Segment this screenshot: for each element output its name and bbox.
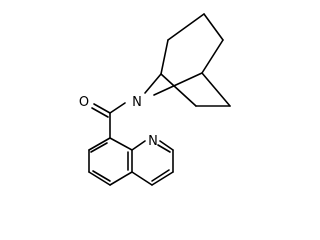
bond-carbonyl-o-1 xyxy=(93,103,111,114)
structure-canvas: O N N xyxy=(79,13,231,186)
bond-q8-q7 xyxy=(88,137,111,151)
atom-label-bridge-nitrogen: N xyxy=(132,95,142,110)
bond-c2-c3 xyxy=(167,13,205,41)
bond-c5-c6 xyxy=(201,72,231,107)
bond-q3-q4 xyxy=(151,171,174,186)
bond-c1-c2 xyxy=(160,39,169,75)
atom-label-ring-nitrogen: N xyxy=(148,134,158,149)
bond-n1-q2-2 xyxy=(157,144,171,153)
bond-c4-c5 xyxy=(201,39,224,74)
bond-n1-q2-1 xyxy=(159,140,174,151)
bond-n-carbonyl xyxy=(109,102,126,114)
bicyclic-cage xyxy=(144,13,231,107)
bond-q8a-n1 xyxy=(131,140,146,151)
bond-n-c5 xyxy=(153,72,203,96)
bond-n-c1 xyxy=(144,73,162,94)
bond-carbonyl-o-2 xyxy=(91,107,109,118)
quinoline-ring xyxy=(88,137,174,186)
bond-q8a-q8 xyxy=(109,137,133,151)
bond-c7-c1 xyxy=(160,73,197,107)
carbonyl-group xyxy=(91,102,126,139)
bond-q6-q5 xyxy=(88,171,111,186)
atom-label-oxygen: O xyxy=(79,95,89,110)
bond-c3-c4 xyxy=(203,13,224,41)
bond-q6-q5-inner xyxy=(92,170,111,182)
bond-q5-q4a xyxy=(109,171,133,186)
bond-q8-q7-inner xyxy=(90,142,108,153)
bond-q4-q4a xyxy=(131,171,153,186)
bond-q3-q4-inner xyxy=(151,169,170,182)
molecule-structure: O N N xyxy=(79,13,231,186)
